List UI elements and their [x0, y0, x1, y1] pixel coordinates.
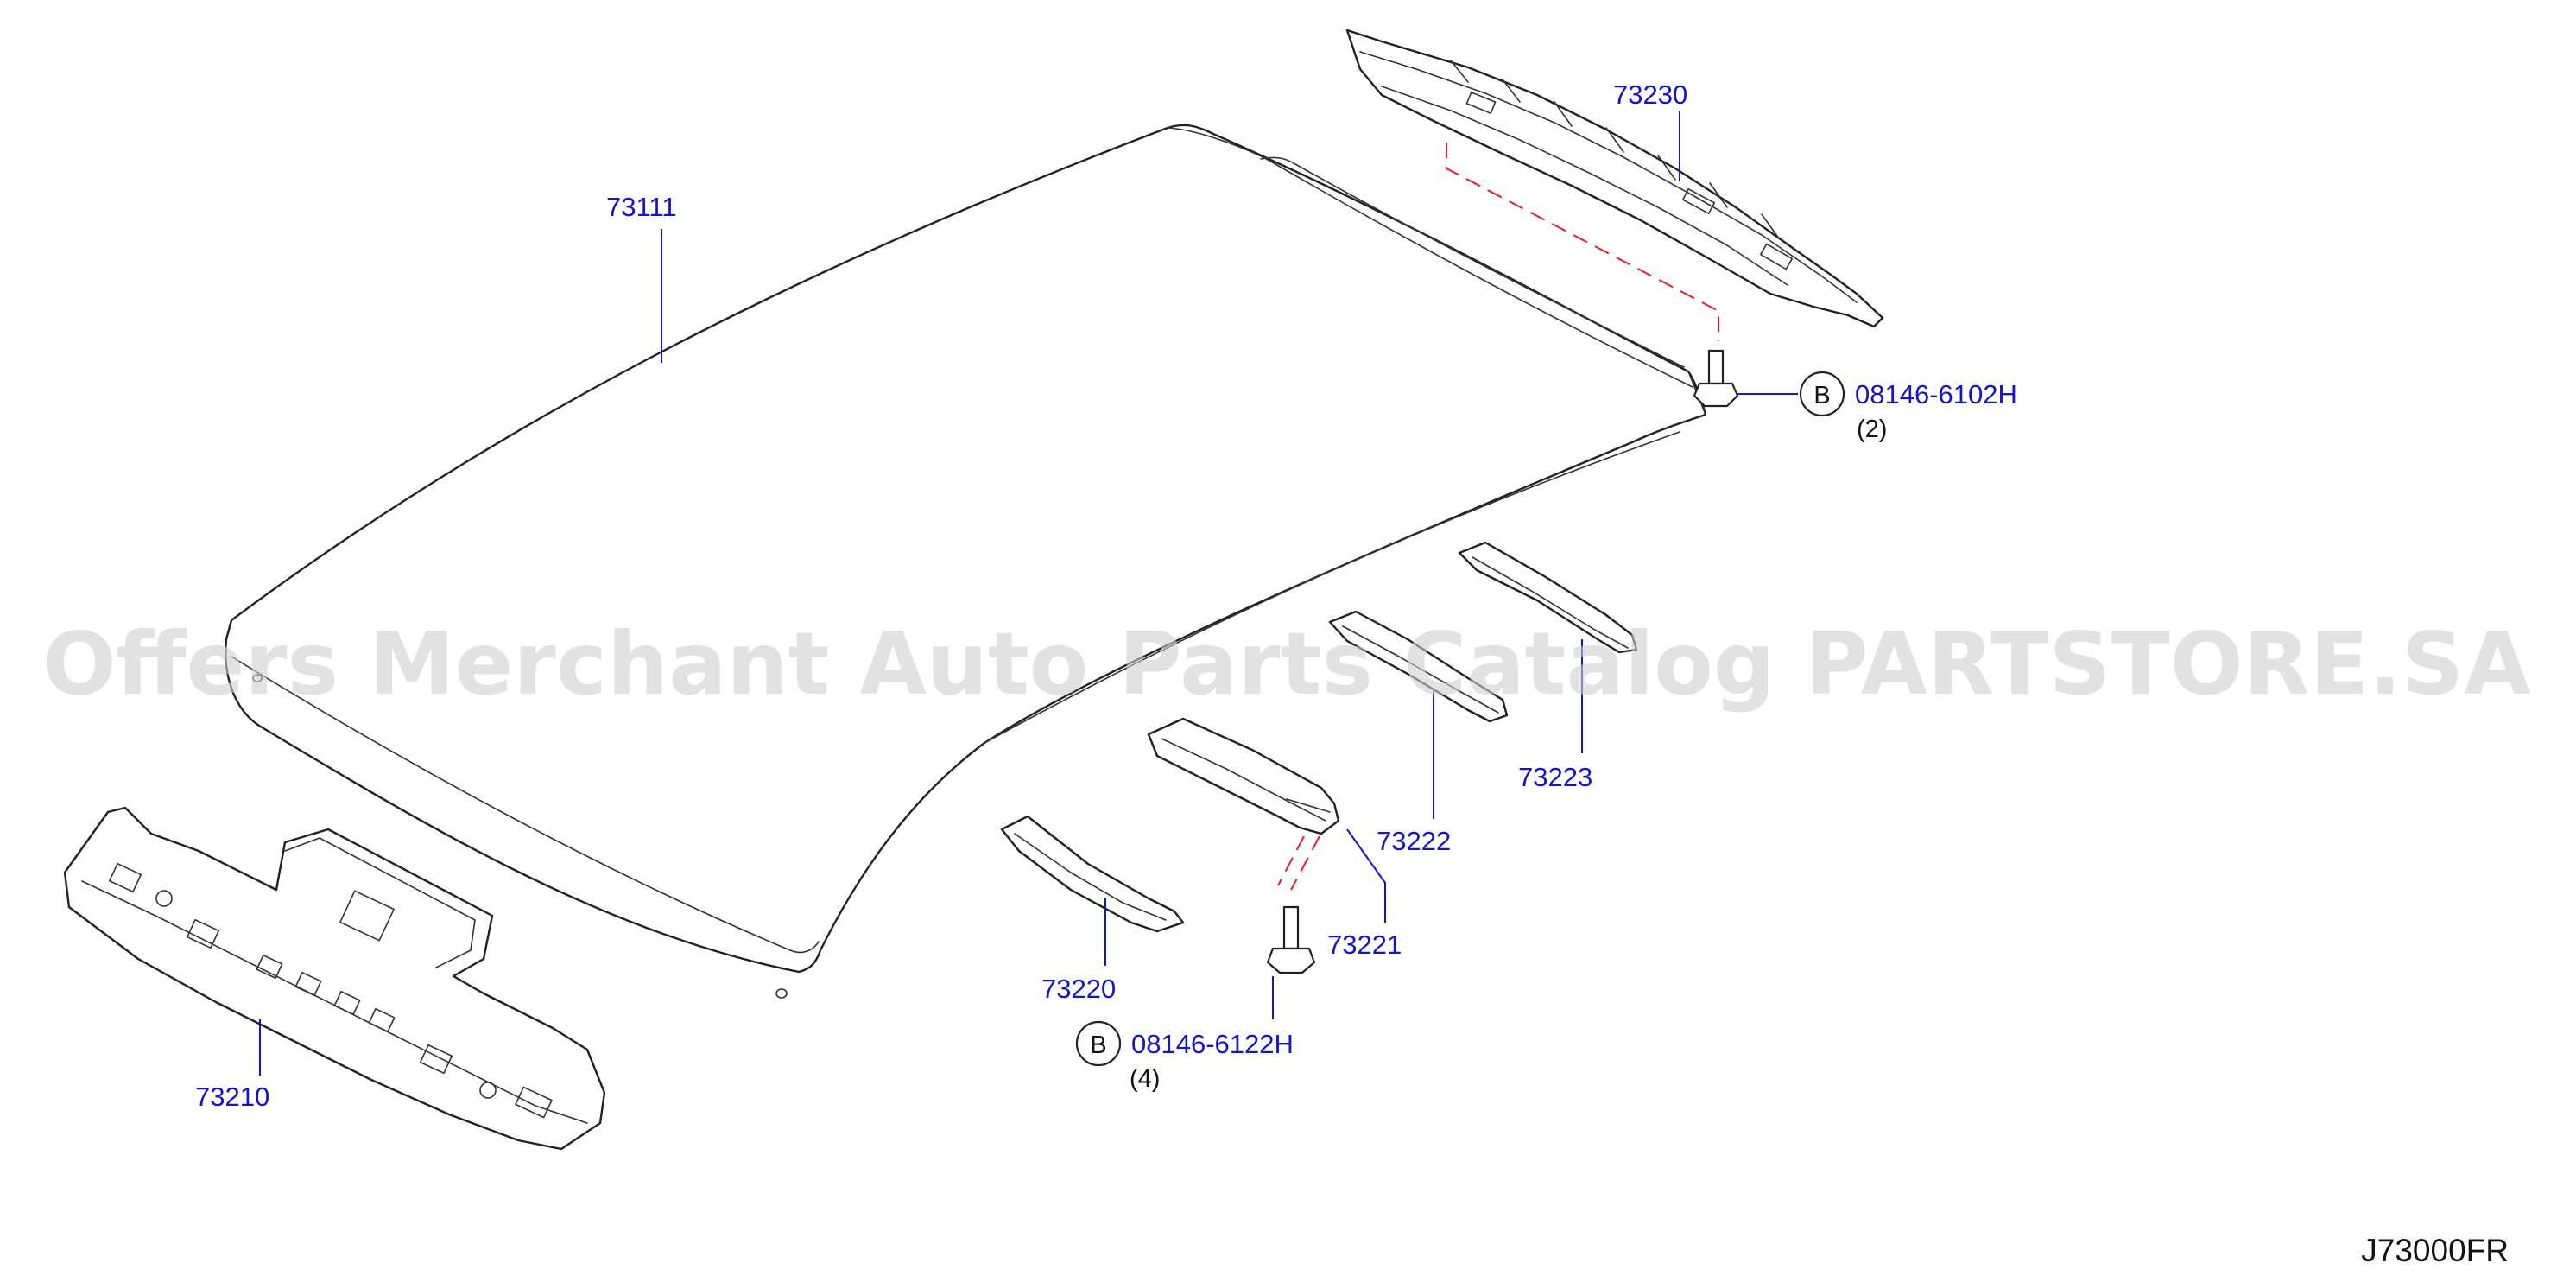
symbol-b-lower: B [1090, 1031, 1106, 1059]
label-bow-73220[interactable]: 73220 [1041, 974, 1116, 1004]
fastener-qty-upper: (2) [1857, 416, 1887, 443]
bolt-upper[interactable] [1693, 349, 1739, 408]
roof-bow-73220[interactable] [1000, 815, 1185, 933]
label-front-rail[interactable]: 73210 [195, 1082, 269, 1112]
label-rear-rail[interactable]: 73230 [1613, 79, 1687, 110]
label-bow-73223[interactable]: 73223 [1518, 762, 1592, 792]
watermark-text: Offers Merchant Auto Parts Catalog PARTS… [42, 613, 2530, 714]
diagram-code: J73000FR [2361, 1233, 2509, 1268]
label-bow-73221[interactable]: 73221 [1327, 930, 1402, 960]
leader-73221 [1346, 828, 1386, 923]
symbol-b-upper: B [1813, 382, 1830, 409]
fastener-callout-lower[interactable]: B 08146-6122H (4) [1075, 1020, 1294, 1093]
roof-bow-73223[interactable] [1458, 541, 1638, 654]
symbol-b-circle [1075, 1020, 1122, 1067]
dashed-line-lower [1277, 835, 1320, 891]
label-roof-panel[interactable]: 73111 [606, 192, 677, 222]
roof-bow-73222[interactable] [1328, 610, 1509, 723]
rear-rail[interactable] [1345, 29, 1884, 328]
fastener-part-upper[interactable]: 08146-6102H [1855, 379, 2017, 409]
roof-panel[interactable] [225, 124, 1707, 999]
label-bow-73222[interactable]: 73222 [1377, 826, 1451, 856]
symbol-b-circle [1799, 371, 1845, 417]
fastener-part-lower[interactable]: 08146-6122H [1131, 1029, 1294, 1059]
roof-bow-73221[interactable] [1147, 717, 1340, 835]
front-rail[interactable] [63, 806, 606, 1151]
dashed-line-upper [1446, 143, 1719, 341]
fastener-qty-lower: (4) [1130, 1065, 1160, 1093]
bolt-lower[interactable] [1266, 905, 1316, 974]
fastener-callout-upper[interactable]: B 08146-6102H (2) [1799, 371, 2017, 443]
